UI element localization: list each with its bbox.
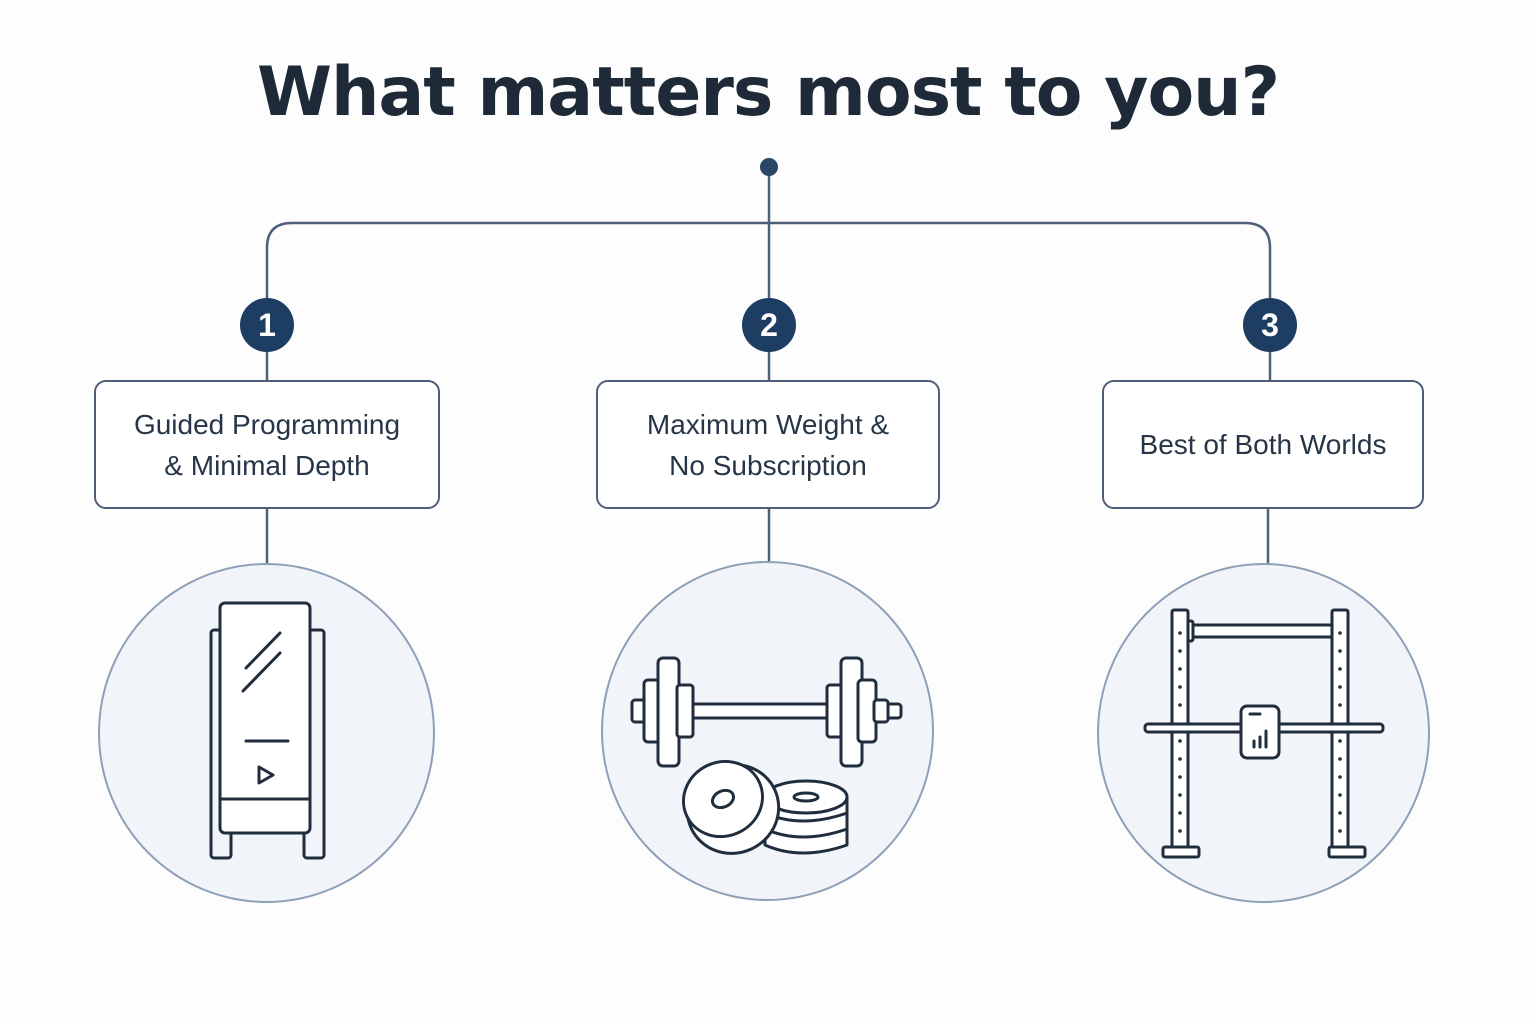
step-badge-1: 1 [240,298,294,352]
icon-circle-2 [601,561,934,901]
step-badge-2: 2 [742,298,796,352]
icon-circle-1 [98,563,435,903]
smart-mirror-icon [209,601,326,860]
power-rack-icon [1143,608,1385,859]
option-label: Best of Both Worlds [1139,429,1387,460]
option-label: Maximum Weight & No Subscription [646,408,890,481]
option-label: Guided Programming & Minimal Depth [133,408,401,481]
step-badge-3: 3 [1243,298,1297,352]
barbell-plates-icon [630,656,903,855]
root-node-dot [760,158,778,176]
page-title: What matters most to you? [256,53,1280,132]
option-card-guided-programming[interactable]: Guided Programming & Minimal Depth [94,380,440,509]
option-card-maximum-weight[interactable]: Maximum Weight & No Subscription [596,380,940,509]
option-card-best-of-both[interactable]: Best of Both Worlds [1102,380,1424,509]
icon-circle-3 [1097,563,1430,903]
